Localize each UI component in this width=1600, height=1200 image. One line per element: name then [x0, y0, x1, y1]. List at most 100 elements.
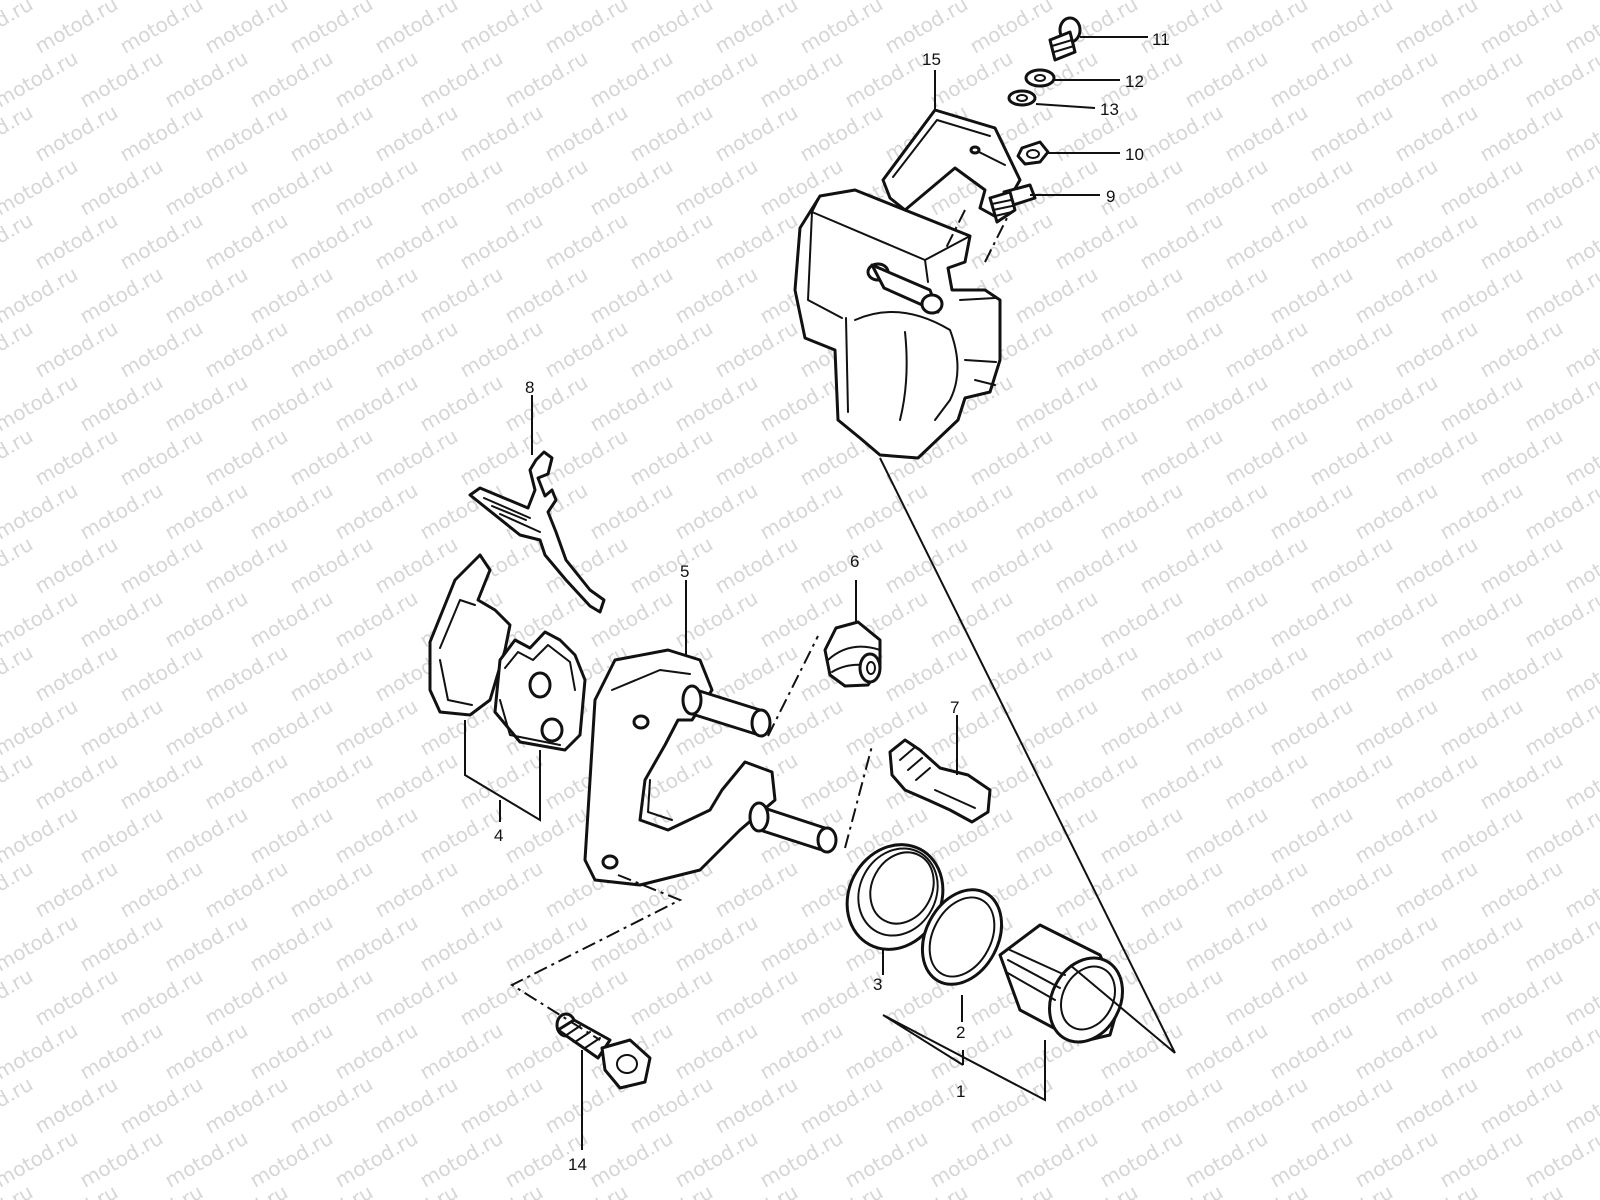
watermark-text: motod.ru: [586, 478, 677, 545]
watermark-text: motod.ru: [671, 262, 762, 329]
watermark-text: motod.ru: [1521, 46, 1600, 113]
watermark-text: motod.ru: [161, 1018, 252, 1085]
watermark-text: motod.ru: [416, 1018, 507, 1085]
watermark-text: motod.ru: [1561, 1180, 1600, 1200]
watermark-text: motod.ru: [76, 1126, 167, 1193]
watermark-text: motod.ru: [286, 316, 377, 383]
watermark-text: motod.ru: [1306, 0, 1397, 58]
watermark-text: motod.ru: [756, 910, 847, 977]
part-11-bolt: [1048, 16, 1082, 62]
watermark-text: motod.ru: [246, 262, 337, 329]
watermark-text: motod.ru: [331, 586, 422, 653]
watermark-text: motod.ru: [501, 46, 592, 113]
watermark-text: motod.ru: [331, 1018, 422, 1085]
watermark-text: motod.ru: [671, 370, 762, 437]
watermark-text: motod.ru: [371, 1072, 462, 1139]
watermark-text: motod.ru: [116, 856, 207, 923]
watermark-text: motod.ru: [541, 316, 632, 383]
watermark-text: motod.ru: [416, 262, 507, 329]
watermark-text: motod.ru: [1306, 640, 1397, 707]
watermark-text: motod.ru: [1266, 262, 1357, 329]
watermark-text: motod.ru: [756, 370, 847, 437]
watermark-text: motod.ru: [286, 640, 377, 707]
watermark-text: motod.ru: [1011, 1126, 1102, 1193]
watermark-text: motod.ru: [586, 154, 677, 221]
watermark-text: motod.ru: [1221, 856, 1312, 923]
watermark-text: motod.ru: [756, 1018, 847, 1085]
watermark-text: motod.ru: [371, 208, 462, 275]
watermark-text: motod.ru: [1351, 154, 1442, 221]
watermark-text: motod.ru: [76, 262, 167, 329]
watermark-text: motod.ru: [626, 532, 717, 599]
watermark-text: motod.ru: [76, 910, 167, 977]
watermark-text: motod.ru: [841, 1126, 932, 1193]
watermark-text: motod.ru: [201, 1180, 292, 1200]
watermark-text: motod.ru: [1221, 0, 1312, 58]
watermark-text: motod.ru: [1266, 802, 1357, 869]
watermark-text: motod.ru: [541, 100, 632, 167]
watermark-text: motod.ru: [286, 532, 377, 599]
watermark-text: motod.ru: [161, 586, 252, 653]
watermark-text: motod.ru: [1351, 586, 1442, 653]
watermark-text: motod.ru: [1221, 964, 1312, 1031]
part-15-shim-bracket: [881, 108, 1022, 220]
callout-8: 8: [525, 378, 534, 397]
watermark-text: motod.ru: [1136, 964, 1227, 1031]
watermark-text: motod.ru: [1266, 1126, 1357, 1193]
watermark-text: motod.ru: [711, 100, 802, 167]
watermark-text: motod.ru: [626, 208, 717, 275]
watermark-text: motod.ru: [671, 1126, 762, 1193]
watermark-text: motod.ru: [371, 424, 462, 491]
watermark-text: motod.ru: [1096, 370, 1187, 437]
watermark-text: motod.ru: [1351, 802, 1442, 869]
watermark-text: motod.ru: [416, 1126, 507, 1193]
watermark-text: motod.ru: [1051, 1180, 1142, 1200]
watermark-text: motod.ru: [711, 1180, 802, 1200]
watermark-text: motod.ru: [1436, 694, 1527, 761]
watermark-text: motod.ru: [1436, 154, 1527, 221]
watermark-text: motod.ru: [161, 262, 252, 329]
callout-2: 2: [956, 1023, 965, 1042]
watermark-text: motod.ru: [456, 0, 547, 58]
watermark-text: motod.ru: [626, 0, 717, 58]
callout-15: 15: [922, 50, 941, 69]
watermark-text: motod.ru: [1521, 586, 1600, 653]
leader-lines: [464, 36, 1176, 1150]
watermark-text: motod.ru: [1136, 1072, 1227, 1139]
watermark-text: motod.ru: [1476, 0, 1567, 58]
watermark-text: motod.ru: [116, 532, 207, 599]
watermark-text: motod.ru: [881, 1180, 972, 1200]
watermark-text: motod.ru: [76, 370, 167, 437]
watermark-text: motod.ru: [1181, 1126, 1272, 1193]
watermark-text: motod.ru: [1096, 802, 1187, 869]
watermark-text: motod.ru: [31, 532, 122, 599]
watermark-text: motod.ru: [966, 1180, 1057, 1200]
watermark-text: motod.ru: [416, 370, 507, 437]
watermark-text: motod.ru: [1221, 1180, 1312, 1200]
watermark-text: motod.ru: [501, 370, 592, 437]
watermark-text: motod.ru: [671, 46, 762, 113]
watermark-text: motod.ru: [1306, 532, 1397, 599]
watermark-text: motod.ru: [926, 694, 1017, 761]
watermark-text: motod.ru: [246, 154, 337, 221]
watermark-text: motod.ru: [671, 586, 762, 653]
watermark-text: motod.ru: [1436, 370, 1527, 437]
watermark-text: motod.ru: [1221, 532, 1312, 599]
watermark-text: motod.ru: [31, 100, 122, 167]
watermark-text: motod.ru: [1436, 802, 1527, 869]
watermark-text: motod.ru: [671, 478, 762, 545]
watermark-text: motod.ru: [161, 802, 252, 869]
watermark-text: motod.ru: [1306, 1180, 1397, 1200]
watermark-text: motod.ru: [1051, 1072, 1142, 1139]
callout-6: 6: [850, 552, 859, 571]
watermark-text: motod.ru: [331, 910, 422, 977]
watermark-text: motod.ru: [796, 532, 887, 599]
watermark-text: motod.ru: [161, 154, 252, 221]
watermark-text: motod.ru: [286, 100, 377, 167]
watermark-text: motod.ru: [626, 316, 717, 383]
watermark-text: motod.ru: [1391, 856, 1482, 923]
watermark-text: motod.ru: [501, 262, 592, 329]
watermark-text: motod.ru: [501, 802, 592, 869]
watermark-text: motod.ru: [76, 478, 167, 545]
watermark-text: motod.ru: [1476, 1072, 1567, 1139]
